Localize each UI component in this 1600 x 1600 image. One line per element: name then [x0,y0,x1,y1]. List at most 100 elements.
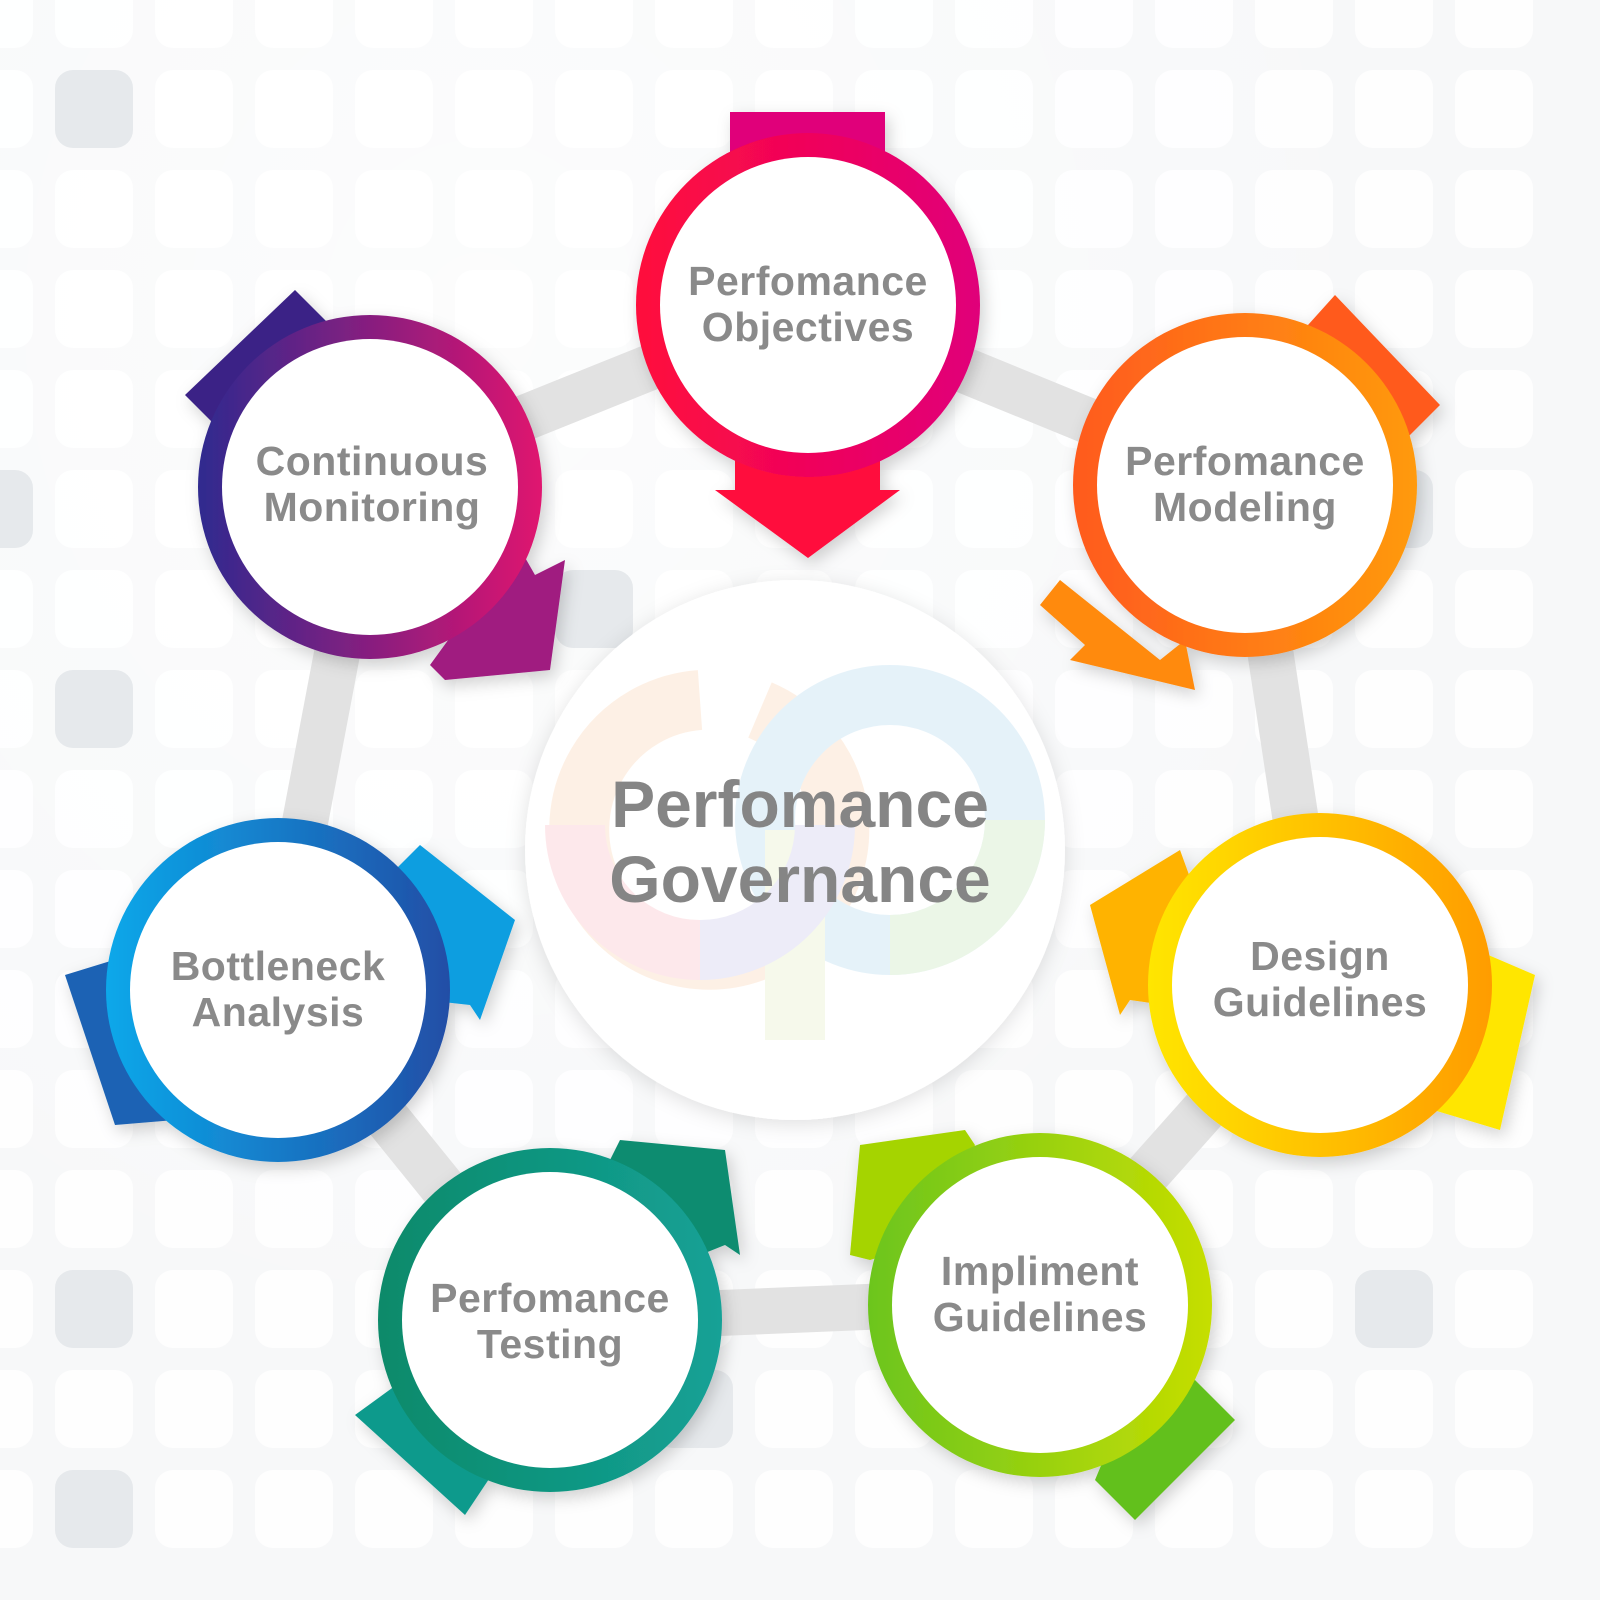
background-tile [155,670,233,748]
node-label-line2: Analysis [191,989,365,1035]
background-tile [1255,1270,1333,1348]
background-tile [355,1470,433,1548]
background-tile [1455,570,1533,648]
background-tile [1355,170,1433,248]
background-tile [1055,670,1133,748]
background-tile [0,370,33,448]
background-tile [755,1470,833,1548]
background-tile [955,470,1033,548]
background-tile [1055,70,1133,148]
background-tile [1255,170,1333,248]
background-tile [355,770,433,848]
node-label-line2: Guidelines [1212,979,1428,1025]
background-tile [0,870,33,948]
background-tile [55,770,133,848]
node-label-line1: Design [1250,933,1390,980]
background-tile [1455,370,1533,448]
background-tile [255,0,333,48]
background-tile [555,0,633,48]
background-tile [55,1370,133,1448]
background-tile [155,1270,233,1348]
background-tile [1355,670,1433,748]
background-tile [655,1470,733,1548]
node-label-impliment: Impliment Guidelines [932,1248,1148,1341]
background-tile [155,0,233,48]
node-performance-modeling[interactable] [1040,295,1440,690]
background-tile [1455,1470,1533,1548]
background-tile [1055,0,1133,48]
background-tile [955,1470,1033,1548]
background-tile [255,1370,333,1448]
background-tile [55,570,133,648]
background-tile [955,0,1033,48]
background-tile [0,1470,33,1548]
background-tile [0,1270,33,1348]
node-label-line1: Continuous [255,438,489,485]
background-tile [0,670,33,748]
background-tile [55,470,133,548]
background-tile [255,170,333,248]
node-label-line1: Perfomance [688,258,928,305]
background-tile [155,70,233,148]
background-tile [555,470,633,548]
background-tile [155,570,233,648]
background-tile [655,0,733,48]
node-label-line1: Bottleneck [170,943,386,990]
background-tile [55,1270,133,1348]
node-label-line2: Monitoring [263,484,481,530]
background-tile [55,1470,133,1548]
background-tile [455,670,533,748]
background-tile [455,70,533,148]
node-label-monitoring: Continuous Monitoring [255,438,489,531]
background-tile [55,370,133,448]
background-tile [355,70,433,148]
background-tile [1455,770,1533,848]
background-tile [655,470,733,548]
node-performance-testing[interactable] [355,1140,740,1515]
node-performance-objectives[interactable] [636,112,980,558]
background-tile [955,170,1033,248]
node-label-line1: Perfomance [1125,438,1365,485]
background-tile [0,970,33,1048]
background-tile [755,1370,833,1448]
node-continuous-monitoring[interactable] [185,290,565,680]
node-label-line2: Guidelines [932,1294,1148,1340]
background-tile [1055,170,1133,248]
background-tile [55,270,133,348]
background-tile [255,70,333,148]
node-label-line1: Perfomance [430,1275,670,1322]
background-tile [555,270,633,348]
background-tile [55,1170,133,1248]
background-tile [755,0,833,48]
background-tile [255,1170,333,1248]
background-tile [155,170,233,248]
background-tile [255,1470,333,1548]
background-tile [0,270,33,348]
node-design-guidelines[interactable] [1090,813,1535,1157]
node-label-line1: Impliment [940,1248,1140,1295]
node-label-line2: Modeling [1153,484,1337,530]
background-tile [555,170,633,248]
node-label-modeling: Perfomance Modeling [1125,438,1365,531]
background-tile [355,170,433,248]
background-tile [1255,1470,1333,1548]
background-tile [0,1170,33,1248]
background-tile [0,1070,33,1148]
background-tile [55,0,133,48]
background-tile [55,70,133,148]
background-tile [55,170,133,248]
center-title: Perfomance Governance [609,767,991,917]
background-tile [0,70,33,148]
background-tile [1455,70,1533,148]
node-bottleneck-analysis[interactable] [65,818,515,1162]
node-label-line2: Testing [476,1321,624,1367]
node-label-line2: Objectives [701,304,915,350]
background-tile [1355,1470,1433,1548]
background-tile [1455,0,1533,48]
background-tile [1455,470,1533,548]
node-impliment-guidelines[interactable] [850,1130,1235,1520]
background-tile [255,1270,333,1348]
background-tile [455,170,533,248]
background-tile [1355,70,1433,148]
center-title-line2: Governance [609,842,991,916]
